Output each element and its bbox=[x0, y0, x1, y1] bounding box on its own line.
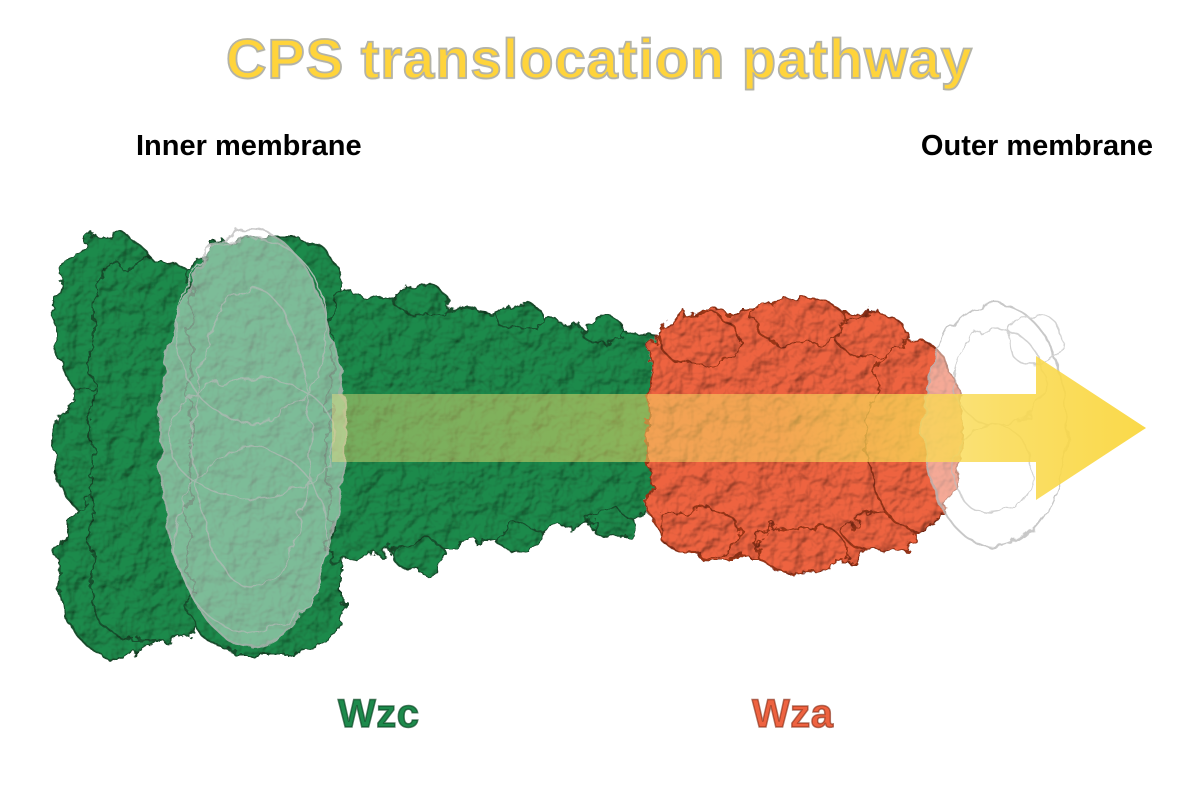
wza-label: Wza bbox=[751, 691, 834, 737]
translocation-arrow-icon bbox=[332, 356, 1146, 500]
outer-membrane-label: Outer membrane bbox=[920, 130, 1153, 162]
inner-membrane-density bbox=[159, 229, 345, 647]
inner-membrane-label: Inner membrane bbox=[136, 130, 362, 162]
figure-title: CPS translocation pathway bbox=[225, 26, 973, 91]
wzc-label: Wzc bbox=[337, 691, 420, 737]
